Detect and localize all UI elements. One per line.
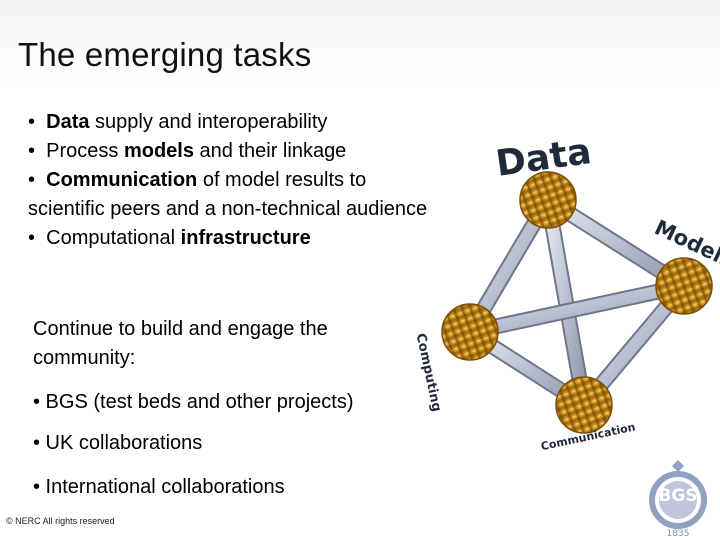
task-text: scientific peers and a non-technical aud… — [28, 198, 428, 220]
title-band — [0, 0, 720, 92]
bullet-mark: • — [28, 111, 36, 133]
node-data — [519, 171, 577, 229]
diagram-nodes — [441, 171, 713, 434]
bullet-mark: • — [28, 227, 36, 249]
node-communication — [555, 376, 613, 434]
task-keyword: models — [123, 140, 194, 162]
crown-icon — [672, 460, 684, 472]
label-data: Data — [493, 131, 593, 185]
node-models — [655, 257, 713, 315]
bgs-logo: BGS 1835 — [649, 460, 707, 539]
task-item-infrastructure: • Computational infrastructure — [28, 224, 528, 253]
strut-computing-models-face — [464, 280, 690, 338]
task-keyword: Communication — [46, 169, 198, 191]
continue-heading: Continue to build and engage the communi… — [33, 318, 328, 369]
task-list: • Data supply and interoperability • Pro… — [28, 108, 528, 253]
label-computing: Computing — [413, 332, 444, 413]
task-text: and their linkage — [193, 140, 347, 162]
task-item-communication: • Communication of model results to — [28, 166, 528, 195]
task-text: of model results to — [197, 169, 367, 191]
task-text: supply and interoperability — [89, 111, 328, 133]
task-item-models: • Process models and their linkage — [28, 137, 528, 166]
sub-item-bgs: • BGS (test beds and other projects) — [33, 391, 354, 413]
task-keyword: Data — [46, 111, 90, 133]
bgs-crest — [649, 460, 707, 529]
slide-title: The emerging tasks — [18, 36, 312, 73]
logo-name: BGS — [658, 486, 697, 506]
tasks-tetrahedron-diagram: Data Models Computing Communication — [413, 131, 720, 453]
task-text: Computational — [46, 227, 181, 249]
sub-item-uk: • UK collaborations — [33, 432, 203, 454]
bullet-mark: • — [28, 169, 36, 191]
bullet-mark: • — [28, 140, 36, 162]
copyright-footer: © NERC All rights reserved — [6, 516, 115, 526]
logo-year: 1835 — [667, 529, 690, 539]
task-item-data: • Data supply and interoperability — [28, 108, 528, 137]
strut-data-communication-face — [542, 194, 590, 411]
sub-item-international: • International collaborations — [33, 476, 285, 498]
task-keyword: infrastructure — [180, 227, 311, 249]
task-item-continuation: scientific peers and a non-technical aud… — [28, 195, 528, 224]
diagram-struts — [462, 192, 692, 413]
node-computing — [441, 303, 499, 361]
task-text: Process — [46, 140, 124, 162]
